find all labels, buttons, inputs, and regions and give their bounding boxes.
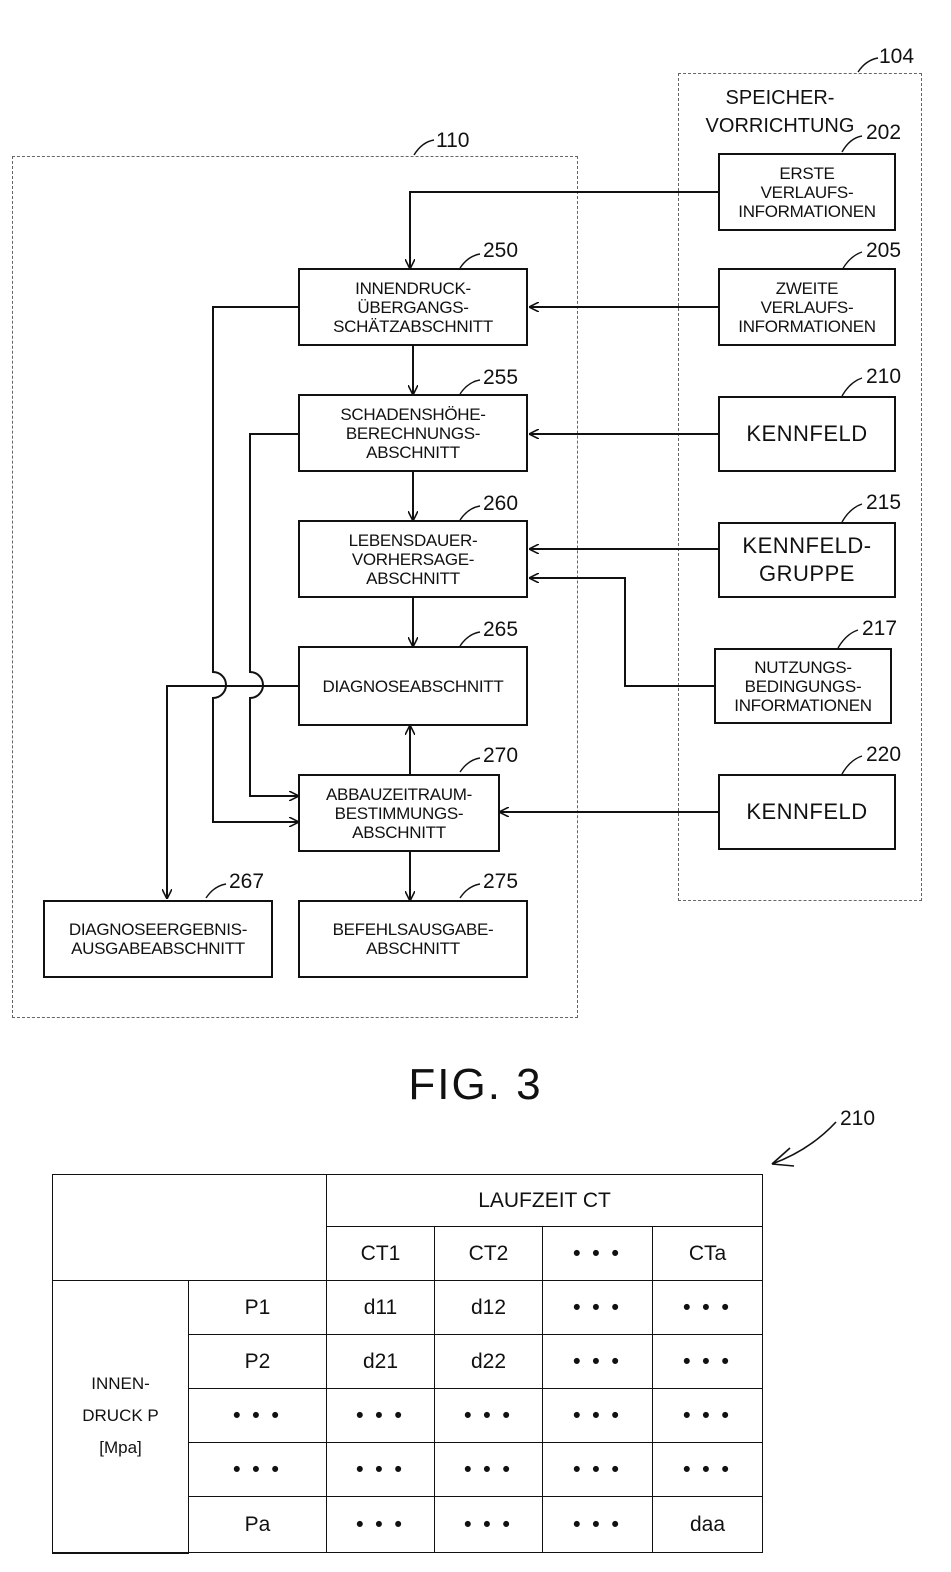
- ref-270: 270: [483, 745, 518, 767]
- ref-205: 205: [866, 240, 901, 262]
- block-220-map: KENNFELD: [718, 774, 896, 850]
- table-cell: d22: [435, 1335, 543, 1389]
- figure-label: FIG. 3: [0, 1060, 951, 1110]
- block-205-second-history: ZWEITE VERLAUFS- INFORMATIONEN: [718, 268, 896, 346]
- table-cell: • • •: [435, 1389, 543, 1443]
- col-header: • • •: [543, 1227, 653, 1281]
- col-header: CTa: [653, 1227, 763, 1281]
- ref-210: 210: [866, 366, 901, 388]
- block-260-lifetime-prediction: LEBENSDAUER- VORHERSAGE- ABSCHNITT: [298, 520, 528, 598]
- block-210-map: KENNFELD: [718, 396, 896, 472]
- table-cell: d11: [327, 1281, 435, 1335]
- table-cell: • • •: [327, 1497, 435, 1553]
- table-cell: daa: [653, 1497, 763, 1553]
- table-cell: • • •: [653, 1443, 763, 1497]
- table-cell: • • •: [435, 1443, 543, 1497]
- row-label: P2: [189, 1335, 327, 1389]
- table-cell: • • •: [543, 1389, 653, 1443]
- row-label: • • •: [189, 1443, 327, 1497]
- table-corner: [53, 1175, 327, 1281]
- block-275-command-output: BEFEHLSAUSGABE- ABSCHNITT: [298, 900, 528, 978]
- table-group-header: LAUFZEIT CT: [327, 1175, 763, 1227]
- table-cell: • • •: [653, 1335, 763, 1389]
- ref-202: 202: [866, 122, 901, 144]
- col-header: CT2: [435, 1227, 543, 1281]
- block-217-usage-conditions: NUTZUNGS- BEDINGUNGS- INFORMATIONEN: [714, 648, 892, 724]
- table-cell: d21: [327, 1335, 435, 1389]
- ref-110: 110: [436, 130, 469, 152]
- arrow-255-to-270: [250, 434, 298, 796]
- block-265-diagnosis: DIAGNOSEABSCHNITT: [298, 646, 528, 726]
- storage-device-label: SPEICHER- VORRICHTUNG: [695, 84, 865, 140]
- arrow-217-to-260: [530, 578, 714, 686]
- table-cell: • • •: [543, 1443, 653, 1497]
- ref-104: 104: [879, 46, 914, 68]
- block-202-first-history: ERSTE VERLAUFS- INFORMATIONEN: [718, 153, 896, 231]
- row-label: Pa: [189, 1497, 327, 1553]
- table-cell: • • •: [543, 1335, 653, 1389]
- block-250-pressure-transition-estimator: INNENDRUCK- ÜBERGANGS- SCHÄTZABSCHNITT: [298, 268, 528, 346]
- table-ref-210: 210: [840, 1108, 875, 1130]
- arrow-265-to-267: [167, 686, 298, 898]
- table-cell: • • •: [435, 1497, 543, 1553]
- arrow-202-to-250: [410, 192, 718, 268]
- block-215-map-group: KENNFELD- GRUPPE: [718, 522, 896, 598]
- block-255-damage-calculation: SCHADENSHÖHE- BERECHNUNGS- ABSCHNITT: [298, 394, 528, 472]
- ref-260: 260: [483, 493, 518, 515]
- row-label: P1: [189, 1281, 327, 1335]
- ref-220: 220: [866, 744, 901, 766]
- row-label: • • •: [189, 1389, 327, 1443]
- table-cell: d12: [435, 1281, 543, 1335]
- ref-250: 250: [483, 240, 518, 262]
- characteristic-map-table: LAUFZEIT CT CT1 CT2 • • • CTa INNEN- DRU…: [52, 1174, 763, 1554]
- table-cell: • • •: [327, 1389, 435, 1443]
- col-header: CT1: [327, 1227, 435, 1281]
- table-cell: • • •: [543, 1281, 653, 1335]
- block-270-removal-period: ABBAUZEITRAUM- BESTIMMUNGS- ABSCHNITT: [298, 774, 500, 852]
- table-cell: • • •: [327, 1443, 435, 1497]
- table-cell: • • •: [653, 1281, 763, 1335]
- table-cell: • • •: [653, 1389, 763, 1443]
- ref-255: 255: [483, 367, 518, 389]
- table-cell: • • •: [543, 1497, 653, 1553]
- ref-215: 215: [866, 492, 901, 514]
- block-267-diagnosis-result-output: DIAGNOSEERGEBNIS- AUSGABEABSCHNITT: [43, 900, 273, 978]
- ref-265: 265: [483, 619, 518, 641]
- ref-275: 275: [483, 871, 518, 893]
- ref-217: 217: [862, 618, 897, 640]
- arrow-250-to-270: [213, 307, 298, 822]
- ref-267: 267: [229, 871, 264, 893]
- row-group-label: INNEN- DRUCK P [Mpa]: [53, 1281, 189, 1553]
